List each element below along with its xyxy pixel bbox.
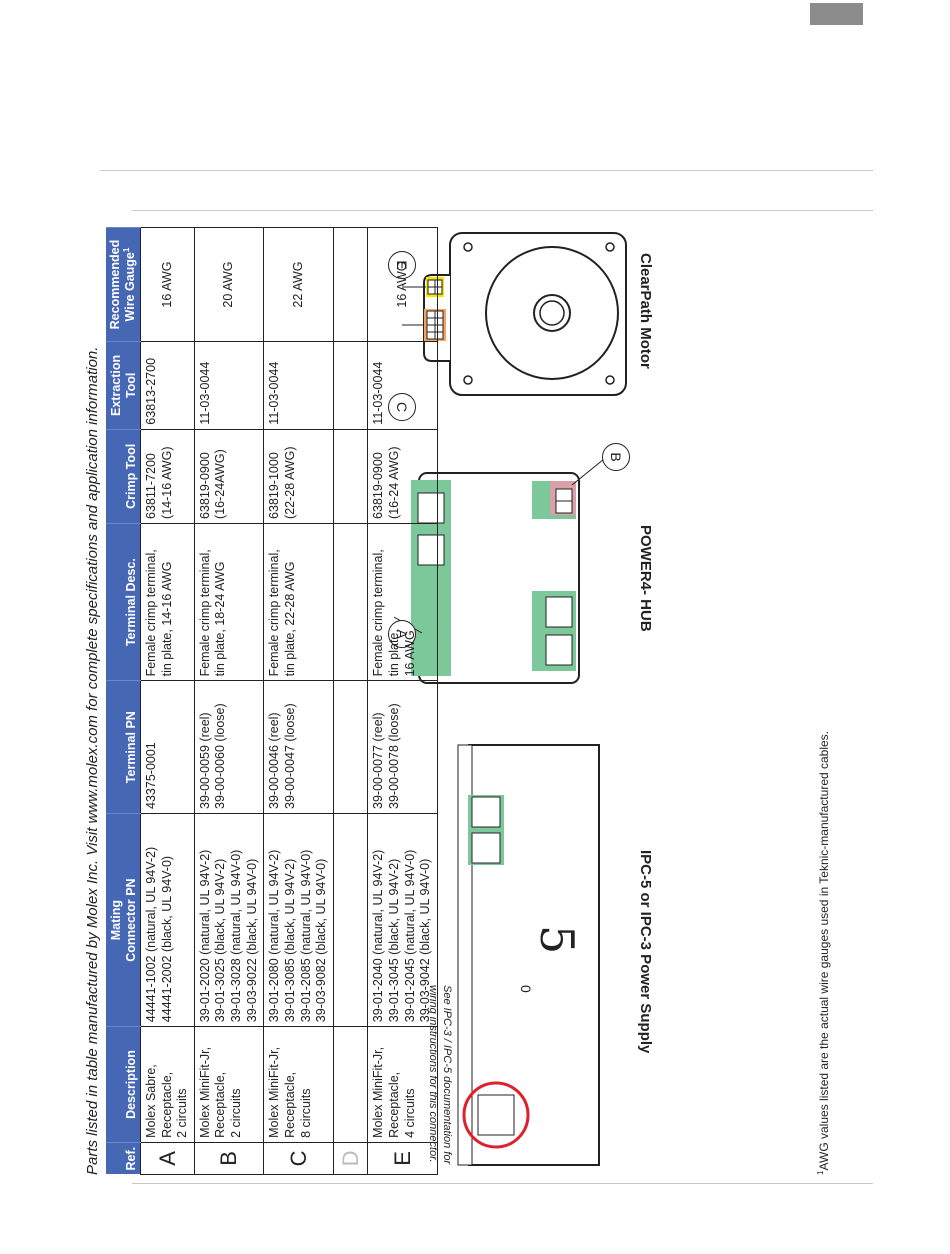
cell-extraction: 11-03-0044 [263,341,334,430]
ipc-power-supply-drawing [457,744,600,1166]
footer-rule [132,1183,873,1184]
cell-mating: 39-01-2080 (natural, UL 94V-2)39-01-3085… [263,813,334,1027]
table-caption: Parts listed in table manufactured by Mo… [84,346,101,1175]
col-terminal-pn: Terminal PN [106,680,141,814]
connector-diagrams [393,225,834,1175]
cell-extraction: 11-03-0044 [367,341,438,430]
cell-desc: Molex MiniFit-Jr,Receptacle,4 circuits [367,1026,438,1143]
table-row: D [333,227,368,1175]
cell-crimp [333,429,368,524]
cell-crimp: 63819-1000(22-28 AWG) [263,429,334,524]
power4-hub-drawing [393,454,610,684]
cell-terminal-desc: Female crimp terminal,tin plate, 14-16 A… [140,523,195,681]
cell-terminal-desc [333,523,368,681]
clearpath-motor-drawing [402,232,627,396]
cell-extraction: 63813-2700 [140,341,195,430]
ipc-big-digit: 5 [530,925,584,955]
cell-terminal-desc: Female crimp terminal,tin plate, 18-24 A… [194,523,264,681]
cell-mating [333,813,368,1027]
cell-extraction: 11-03-0044 [194,341,264,430]
row-ref: D [333,1142,368,1175]
cell-mating: 44441-1002 (natural, UL 94V-2)44441-2002… [140,813,195,1027]
header-rule [100,170,873,171]
section-rule [132,210,873,211]
cell-desc: Molex MiniFit-Jr,Receptacle,8 circuits [263,1026,334,1143]
cell-desc: Molex MiniFit-Jr,Receptacle,2 circuits [194,1026,264,1143]
callout-b: B [602,443,630,471]
cell-gauge [333,227,368,342]
clearpath-motor-caption: ClearPath Motor [637,253,654,369]
cell-desc [333,1026,368,1143]
cell-mating: 39-01-2040 (natural, UL 94V-2)39-01-3045… [367,813,438,1027]
page-tab-marker [810,3,863,25]
col-terminal-desc: Terminal Desc. [106,523,141,681]
cell-terminal-desc: Female crimp terminal,tin plate,16 AWG [367,523,438,681]
cell-terminal-pn: 39-00-0046 (reel)39-00-0047 (loose) [263,680,334,814]
ipc-small-digit: 0 [518,985,534,993]
ipc-note-line1: See IPC-3 / IPC-5 documentation for [441,985,453,1165]
diagram-svg [393,232,627,1166]
col-ref: Ref. [106,1142,141,1175]
row-ref: A [140,1142,195,1175]
cell-terminal-pn: 43375-0001 [140,680,195,814]
cell-crimp: 63811-7200(14-16 AWG) [140,429,195,524]
cell-terminal-desc: Female crimp terminal,tin plate, 22-28 A… [263,523,334,681]
cell-mating: 39-01-2020 (natural, UL 94V-2)39-01-3025… [194,813,264,1027]
ipc-caption: IPC-5 or IPC-3 Power Supply [637,850,654,1054]
cell-gauge: 20 AWG [194,227,264,342]
table-region: Parts listed in table manufactured by Mo… [84,225,831,1175]
footnote: 1AWG values listed are the actual wire g… [816,730,831,1175]
cell-terminal-pn [333,680,368,814]
col-crimp-tool: Crimp Tool [106,429,141,524]
row-ref: E [367,1142,438,1175]
row-ref: C [263,1142,334,1175]
cell-terminal-pn: 39-00-0059 (reel)39-00-0060 (loose) [194,680,264,814]
cell-gauge: 16 AWG [140,227,195,342]
power4-hub-caption: POWER4- HUB [637,525,654,632]
cell-desc: Molex Sabre,Receptacle,2 circuits [140,1026,195,1143]
cell-gauge: 22 AWG [263,227,334,342]
cell-crimp: 63819-0900(16-24AWG) [194,429,264,524]
cell-crimp: 63819-0900(16-24 AWG) [367,429,438,524]
row-ref: B [194,1142,264,1175]
cell-gauge: 16 AWG [367,227,438,342]
cell-extraction [333,341,368,430]
cell-terminal-pn: 39-00-0077 (reel)39-00-0078 (loose) [367,680,438,814]
col-description: Description [106,1026,141,1143]
rotated-content: C E B A ClearPath Motor POWER4- HUB IPC-… [74,225,834,1175]
